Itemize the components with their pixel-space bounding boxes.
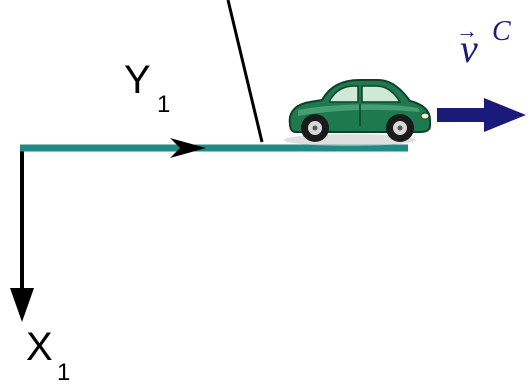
car-highlight [298,104,420,116]
velocity-arrow [437,98,526,132]
velocity-arrow-head [484,98,526,132]
velocity-arrow-shaft [437,108,487,122]
y-axis-label: Y [124,58,151,102]
car-wheel-front [386,114,414,142]
y-axis [20,138,408,158]
x-axis [10,148,34,322]
slanted-line [226,0,264,143]
velocity-label-superscript: C [492,16,511,47]
y-axis-label-subscript: 1 [157,91,170,118]
car-wheel-rear [301,114,329,142]
car-window-front [329,85,359,103]
car-headlight [420,112,430,120]
car-window-rear [361,85,402,103]
velocity-label: v [460,26,478,71]
velocity-vector-arrow: → [456,18,478,43]
x-axis-label: X [26,325,53,369]
car-icon [284,79,431,146]
x-axis-arrowhead [10,288,34,322]
x-axis-label-subscript: 1 [57,359,70,386]
y-axis-direction-arrowhead [170,138,206,158]
